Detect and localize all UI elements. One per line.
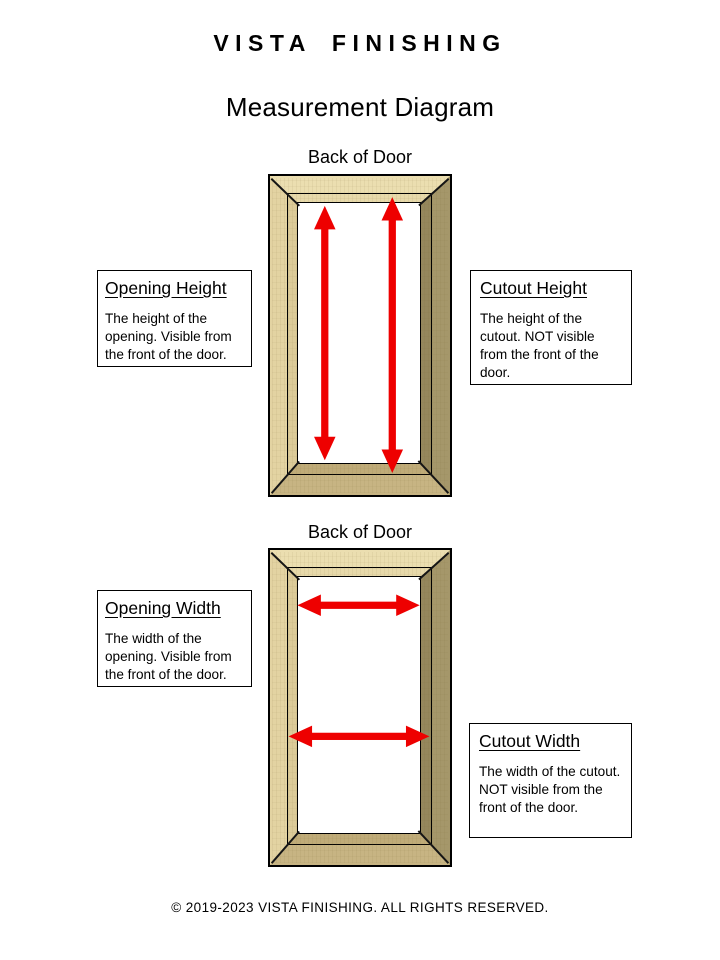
annotation-body: The height of the cutout. NOT visible fr… (480, 311, 599, 380)
measurement-arrows (314, 197, 404, 473)
back-of-door-label: Back of Door (307, 522, 413, 542)
brand-title: VISTA FINISHING (213, 30, 507, 56)
annotation-body: The width of the cutout. NOT visible fro… (479, 764, 621, 815)
annotation-heading: Cutout Width (479, 731, 581, 751)
annotation-heading: Opening Height (105, 278, 227, 298)
annotation-box-cutout-width: Cutout Width The width of the cutout. NO… (469, 723, 632, 838)
measurement-arrows (288, 594, 430, 748)
annotation-box-opening-height: Opening Height The height of the opening… (97, 270, 252, 367)
annotation-box-opening-width: Opening Width The width of the opening. … (97, 590, 252, 687)
door-frame-inner-edge (287, 567, 432, 845)
door-diagram-height (268, 174, 452, 497)
opening-height-arrow (314, 205, 336, 461)
annotation-heading: Cutout Height (480, 278, 588, 298)
opening-width-arrow (297, 594, 420, 617)
door-opening (297, 202, 421, 464)
page-title: Measurement Diagram (225, 92, 495, 122)
copyright-notice: © 2019-2023 VISTA FINISHING. ALL RIGHTS … (171, 900, 549, 915)
door-frame (270, 176, 450, 495)
door-frame-lip (288, 568, 431, 844)
cutout-height-arrow (381, 197, 404, 473)
annotation-body: The width of the opening. Visible from t… (105, 631, 232, 682)
annotation-box-cutout-height: Cutout Height The height of the cutout. … (470, 270, 632, 385)
door-frame-inner-edge (287, 193, 432, 475)
cutout-width-arrow (288, 725, 430, 748)
annotation-heading: Opening Width (105, 598, 221, 618)
back-of-door-label: Back of Door (307, 147, 413, 167)
door-diagram-width (268, 548, 452, 867)
door-opening (297, 576, 421, 834)
door-frame-lip (288, 194, 431, 474)
annotation-body: The height of the opening. Visible from … (105, 311, 232, 362)
door-frame (270, 550, 450, 865)
